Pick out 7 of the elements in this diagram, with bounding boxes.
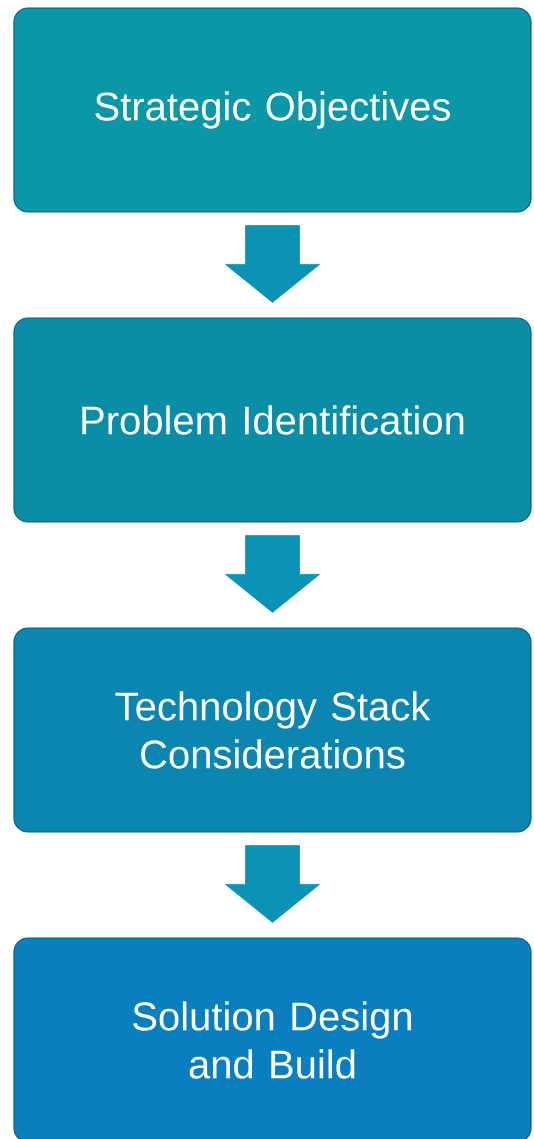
arrow	[225, 225, 320, 303]
process-box: Solution Design and Build	[13, 937, 532, 1139]
process-box: Problem Identification	[13, 317, 532, 523]
process-box: Technology Stack Considerations	[13, 627, 532, 833]
process-box: Strategic Objectives	[13, 7, 532, 213]
arrow	[225, 845, 320, 923]
arrow	[225, 535, 320, 613]
